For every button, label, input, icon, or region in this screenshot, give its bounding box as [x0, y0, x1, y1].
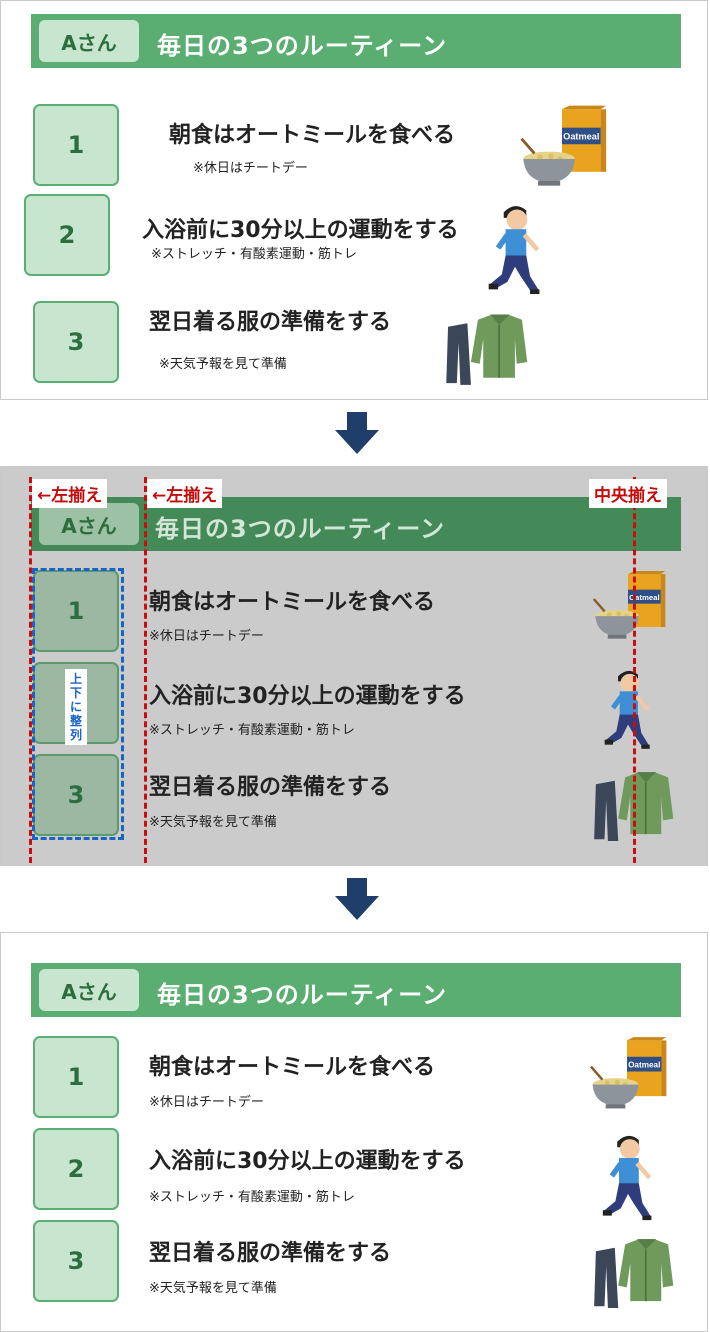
- item-note-2: ※ストレッチ・有酸素運動・筋トレ: [149, 723, 355, 738]
- item-note-1: ※休日はチートデー: [193, 161, 308, 176]
- item-note-1: ※休日はチートデー: [149, 629, 264, 644]
- left-align-guide-line-2: [144, 477, 147, 863]
- center-align-guide-line: [633, 477, 636, 863]
- clothes-icon: [589, 1231, 675, 1311]
- oatmeal-icon: [589, 571, 667, 641]
- down-arrow-icon: [335, 412, 379, 454]
- item-note-2: ※ストレッチ・有酸素運動・筋トレ: [149, 1190, 355, 1205]
- oatmeal-icon: [516, 105, 608, 189]
- item-title-2: 入浴前に30分以上の運動をする: [149, 1149, 466, 1174]
- stretching-person-icon: [486, 201, 544, 295]
- name-badge: Aさん: [39, 20, 139, 62]
- number-box-1: 1: [33, 1036, 119, 1118]
- left-align-label-2: ←左揃え: [147, 479, 223, 508]
- header-title: 毎日の3つのルーティーン: [157, 32, 448, 60]
- header-bar: Aさん 毎日の3つのルーティーン: [31, 497, 681, 551]
- item-title-3: 翌日着る服の準備をする: [149, 775, 392, 800]
- item-title-1: 朝食はオートミールを食べる: [169, 123, 456, 148]
- stretching-person-icon: [603, 663, 653, 753]
- item-title-2: 入浴前に30分以上の運動をする: [149, 684, 466, 709]
- number-box-3: 3: [33, 301, 119, 383]
- item-note-3: ※天気予報を見て準備: [149, 815, 277, 830]
- header-title: 毎日の3つのルーティーン: [157, 981, 448, 1009]
- number-box-3: 3: [33, 754, 119, 836]
- header-title: 毎日の3つのルーティーン: [155, 515, 446, 543]
- header-bar: Aさん 毎日の3つのルーティーン: [31, 963, 681, 1017]
- left-align-guide-line-1: [29, 477, 32, 863]
- clothes-icon: [589, 765, 675, 843]
- left-align-label-1: ←左揃え: [32, 479, 108, 508]
- guide-panel: Aさん 毎日の3つのルーティーン 1 朝食はオートミールを食べる ※休日はチート…: [0, 466, 708, 866]
- down-arrow-icon: [335, 878, 379, 920]
- name-badge: Aさん: [39, 503, 139, 545]
- item-title-3: 翌日着る服の準備をする: [149, 1241, 392, 1266]
- item-title-1: 朝食はオートミールを食べる: [149, 1055, 436, 1080]
- after-panel: Aさん 毎日の3つのルーティーン 1 朝食はオートミールを食べる ※休日はチート…: [0, 932, 708, 1332]
- item-note-3: ※天気予報を見て準備: [149, 1281, 277, 1296]
- number-box-2: 2: [24, 194, 110, 276]
- number-box-1: 1: [33, 104, 119, 186]
- clothes-icon: [441, 306, 529, 388]
- center-align-label: 中央揃え: [589, 479, 667, 508]
- item-note-2: ※ストレッチ・有酸素運動・筋トレ: [151, 247, 357, 262]
- item-title-3: 翌日着る服の準備をする: [149, 310, 392, 335]
- vertical-align-label: 上下に整列: [65, 669, 87, 745]
- before-panel: Aさん 毎日の3つのルーティーン 1 朝食はオートミールを食べる ※休日はチート…: [0, 0, 708, 400]
- number-box-1: 1: [33, 570, 119, 652]
- vertical-align-guide-box: [32, 568, 124, 840]
- stretching-person-icon: [601, 1129, 655, 1223]
- oatmeal-icon: [586, 1037, 668, 1111]
- name-badge: Aさん: [39, 969, 139, 1011]
- number-box-3: 3: [33, 1220, 119, 1302]
- item-title-2: 入浴前に30分以上の運動をする: [142, 218, 459, 243]
- item-title-1: 朝食はオートミールを食べる: [149, 590, 436, 615]
- header-bar: Aさん 毎日の3つのルーティーン: [31, 14, 681, 68]
- number-box-2: 2: [33, 1128, 119, 1210]
- item-note-3: ※天気予報を見て準備: [159, 357, 287, 372]
- item-note-1: ※休日はチートデー: [149, 1095, 264, 1110]
